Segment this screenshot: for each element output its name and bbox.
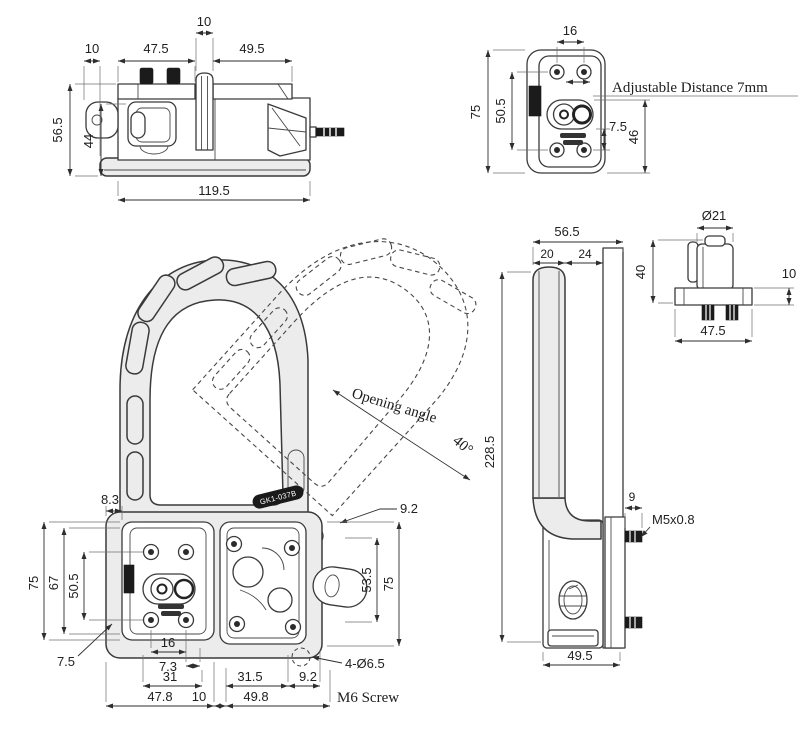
dim-body-d: 24 <box>578 247 592 261</box>
view-front-small: 16 75 50.5 7.5 46 Adjustable Distance 7m… <box>468 23 798 174</box>
dim-grip-w: 10 <box>197 14 211 29</box>
dim-hole-pitch-w: 16 <box>563 23 577 38</box>
dim-stud-dia: Ø21 <box>702 208 727 223</box>
lock-cylinder <box>558 580 588 620</box>
mount-flange-side <box>604 516 626 649</box>
view-keeper: Ø21 40 10 47.5 <box>633 208 796 344</box>
opening-angle-label: Opening angle <box>350 386 439 427</box>
keeper-stud <box>701 304 715 321</box>
dim-plate-h-left: 75 <box>26 576 41 590</box>
adjustable-distance-note: Adjustable Distance 7mm <box>612 80 768 96</box>
cam-follower <box>267 587 293 613</box>
side-mark <box>123 564 135 594</box>
keeper-stud <box>725 304 739 321</box>
dim-stud-h: 46 <box>626 130 641 144</box>
brand-mark <box>161 611 181 616</box>
brand-mark <box>563 140 583 145</box>
keeper-cylinder <box>696 243 734 291</box>
side-mark <box>528 85 542 117</box>
dim-w7-3: 7.3 <box>159 659 177 674</box>
holes-callout: 4-Ø6.5 <box>345 656 385 671</box>
dim-left-plate-w: 47.8 <box>147 689 172 704</box>
brand-mark <box>560 133 586 138</box>
dim-right-plate-w: 49.8 <box>243 689 268 704</box>
dim-plate-h: 75 <box>468 105 483 119</box>
view-side-top: 10 47.5 10 49.5 56.5 44 119.5 <box>50 14 345 203</box>
dim-grip-d: 20 <box>540 247 554 261</box>
dim-h53-5: 53.5 <box>359 567 374 592</box>
right-mount-plate <box>212 83 293 100</box>
grip-bar-profile <box>532 266 566 499</box>
dim-keeper-h: 40 <box>633 265 648 279</box>
base-plate <box>99 157 311 177</box>
dim-stud-len: 9 <box>629 490 636 504</box>
dim-hole-pitch-h: 50.5 <box>493 98 508 123</box>
cam-disc <box>232 556 264 588</box>
foot-plate <box>547 629 599 647</box>
dim-keeper-w: 47.5 <box>700 323 725 338</box>
dim-hinge-offset: 10 <box>85 41 99 56</box>
m5-stud <box>624 530 643 543</box>
dim-right-plate-w: 49.5 <box>239 41 264 56</box>
left-mount-plate <box>117 83 196 100</box>
mounting-hole-ref <box>291 647 311 667</box>
dim-right-h: 75 <box>381 577 396 591</box>
stud <box>166 67 181 85</box>
dim-left-plate-w: 47.5 <box>143 41 168 56</box>
dim-base-w: 49.5 <box>567 648 592 663</box>
dim-total-w: 119.5 <box>198 183 230 198</box>
opening-angle-value: 40° <box>449 433 475 459</box>
brand-mark <box>158 604 184 609</box>
handle-elbow <box>532 497 602 540</box>
dim-edge-offset: 8.3 <box>101 492 119 507</box>
dim-hole-pitch-w: 16 <box>161 635 175 650</box>
dim-flange-h: 10 <box>782 266 796 281</box>
dim-w31: 31 <box>163 669 177 684</box>
dim-w9-2: 9.2 <box>299 669 317 684</box>
thread-callout: M5x0.8 <box>652 512 695 527</box>
dim-gap-w: 10 <box>192 689 206 704</box>
view-side-elevation: 56.5 20 24 228.5 9 M5x0.8 49.5 <box>482 224 695 668</box>
dim-bottom-offset: 7.5 <box>57 654 75 669</box>
dim-total-h: 228.5 <box>482 436 497 469</box>
dim-stud-offset: 7.5 <box>609 119 627 134</box>
dim-total-h: 56.5 <box>50 117 65 142</box>
dim-body-h: 44 <box>81 134 96 148</box>
stud <box>139 67 154 85</box>
product-label-plate <box>252 485 304 509</box>
view-front-main: Opening angle 40° GK1-037B 8.3 75 67 50.… <box>26 193 509 709</box>
keeper-cap <box>704 235 726 247</box>
dim-depth: 56.5 <box>554 224 579 239</box>
dim-h67: 67 <box>46 576 61 590</box>
screw-note: M6 Screw <box>337 690 399 706</box>
dim-hole-pitch-h: 50.5 <box>66 573 81 598</box>
keeper-flange <box>674 287 753 306</box>
m5-stud <box>624 616 643 629</box>
dim-w31-5: 31.5 <box>237 669 262 684</box>
grip-bar-section <box>195 72 214 151</box>
dim-top-offset: 9.2 <box>400 501 418 516</box>
right-base-plate <box>219 521 307 645</box>
handle-loop-opened <box>192 193 509 517</box>
key <box>312 566 368 608</box>
